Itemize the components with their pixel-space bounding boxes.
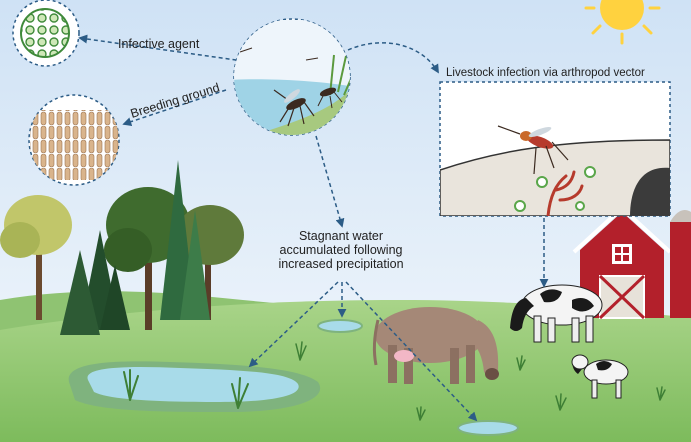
- stagnant-water-label-line3: increased precipitation: [278, 257, 403, 271]
- tiny-puddle: [457, 420, 519, 436]
- barn: [572, 206, 691, 320]
- mosquito-eggs-icon: [30, 110, 119, 180]
- flying-mosquito-icon: [239, 47, 319, 61]
- arrow-breeding-ground: [122, 89, 227, 126]
- sun-icon: [584, 0, 661, 45]
- holstein-cow: [510, 284, 603, 343]
- livestock-infection-label: Livestock infection via arthropod vector: [446, 67, 645, 79]
- stagnant-water-label-line1: Stagnant water: [299, 229, 383, 243]
- blood-vessel-icon: [546, 170, 584, 216]
- arrow-infective-agent: [78, 34, 237, 61]
- virus-particle-icon: [20, 8, 70, 58]
- infective-agent-circle: [12, 0, 80, 67]
- small-puddle: [317, 319, 363, 333]
- calf: [571, 354, 629, 399]
- stagnant-water-label-line2: accumulated following: [280, 243, 403, 257]
- infective-agent-label: Infective agent: [118, 37, 200, 51]
- arrow-to-tiny-puddle: [345, 281, 478, 422]
- connector-arrows: [78, 34, 549, 422]
- mosquito-icon: [273, 89, 315, 127]
- forest-trees: [0, 160, 244, 335]
- grass-tufts: [295, 341, 666, 421]
- arrow-to-large-puddle: [248, 281, 339, 368]
- breeding-ground-circle: [28, 94, 120, 186]
- arrow-to-infection-box: [347, 42, 439, 74]
- virus-icon: [514, 166, 596, 212]
- arrow-to-stagnant-water: [315, 135, 345, 228]
- brown-cow: [372, 307, 499, 384]
- large-puddle: [68, 361, 321, 412]
- feeding-mosquito-icon: [497, 125, 569, 175]
- infection-inset-box: [439, 81, 671, 217]
- mosquito-icon: [317, 87, 343, 109]
